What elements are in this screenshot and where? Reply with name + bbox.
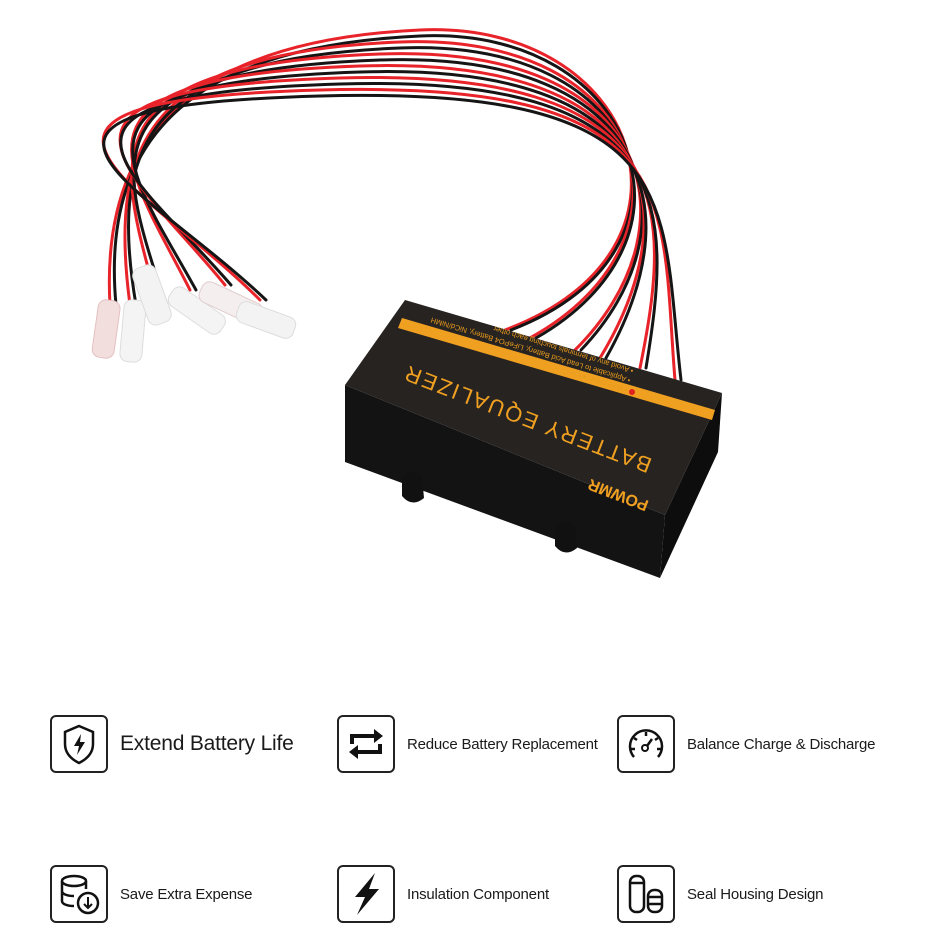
feature-label: Extend Battery Life xyxy=(120,732,294,755)
feature-insulation-component: Insulation Component xyxy=(337,865,549,923)
equalizer-housing: BATTERY EQUALIZER • Wire color: ●+ ○- • … xyxy=(345,300,722,578)
gauge-icon xyxy=(617,715,675,773)
battery-equalizer-product-photo: BATTERY EQUALIZER • Wire color: ●+ ○- • … xyxy=(91,28,722,578)
feature-label: Insulation Component xyxy=(407,885,549,903)
feature-balance-charge-discharge: Balance Charge & Discharge xyxy=(617,715,875,773)
feature-label: Seal Housing Design xyxy=(687,885,824,903)
lightning-icon xyxy=(337,865,395,923)
feature-seal-housing-design: Seal Housing Design xyxy=(617,865,823,923)
connectors xyxy=(91,264,297,363)
feature-label: Save Extra Expense xyxy=(120,885,253,903)
wires xyxy=(101,28,683,382)
feature-save-extra-expense: Save Extra Expense xyxy=(50,865,253,923)
wire xyxy=(131,70,648,360)
feature-reduce-battery-replacement: Reduce Battery Replacement xyxy=(337,715,598,773)
shield-bolt-icon xyxy=(50,715,108,773)
battery-cells-icon xyxy=(617,865,675,923)
coins-download-icon xyxy=(50,865,108,923)
feature-label: Balance Charge & Discharge xyxy=(687,735,876,753)
feature-label: Reduce Battery Replacement xyxy=(407,735,598,753)
wire xyxy=(119,81,659,370)
feature-extend-battery-life: Extend Battery Life xyxy=(50,715,294,773)
swap-arrows-icon xyxy=(337,715,395,773)
wire xyxy=(102,93,683,382)
wire xyxy=(126,46,637,340)
